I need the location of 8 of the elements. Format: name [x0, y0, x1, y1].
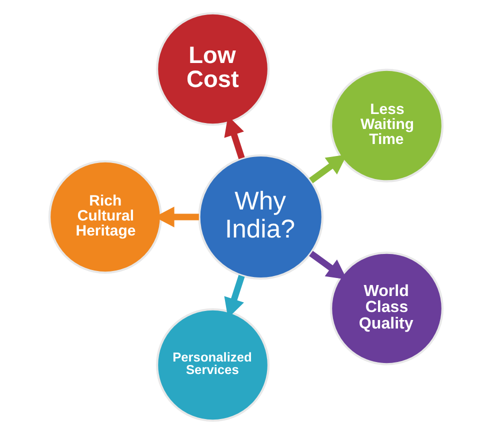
node-circle: Rich Cultural Heritage — [48, 160, 162, 274]
node-circle: Personalized Services — [156, 308, 270, 422]
node-circle: Less Waiting Time — [329, 68, 444, 182]
node-circle: World Class Quality — [329, 251, 444, 365]
arrow — [308, 250, 346, 280]
arrow — [308, 154, 346, 183]
node-circle: Low Cost — [156, 12, 270, 126]
node-circle: Why India? — [198, 154, 324, 280]
